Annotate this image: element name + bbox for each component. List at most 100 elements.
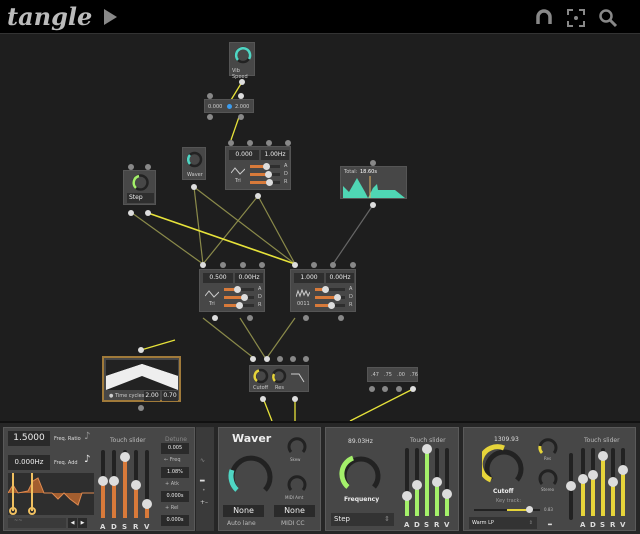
lfo-node-top[interactable]: 0.000 1.00Hz Tri A D R (225, 146, 291, 190)
adsr-slider-d[interactable] (109, 450, 119, 518)
range-node[interactable]: 0.000 2.000 (204, 99, 254, 113)
adsr-slider-v[interactable] (142, 450, 152, 518)
cutoff-knob[interactable] (253, 368, 269, 384)
step-knob[interactable] (131, 173, 150, 192)
slider-a[interactable] (315, 286, 345, 293)
note-icon[interactable]: ♪ (84, 454, 91, 465)
auto-lane-label: Auto lane (227, 520, 256, 527)
adsr-slider-s[interactable] (120, 450, 130, 518)
time-cycles-v1[interactable]: 2.00 (144, 391, 160, 401)
time-cycles-node[interactable]: ● Time cycles 2.00 0.70 (102, 356, 181, 402)
adsr-slider-a[interactable] (98, 450, 108, 518)
envelope-icon[interactable]: ▂ (200, 475, 205, 482)
label-r: R (284, 179, 288, 185)
step-node[interactable]: Step (123, 170, 156, 205)
values-node[interactable]: .47 .75 .00 .76 (367, 367, 418, 382)
auto-lane-select[interactable]: None (223, 505, 264, 517)
slider-d[interactable] (250, 171, 280, 178)
vib-speed-node[interactable]: Vib Speed (229, 42, 255, 80)
waveform-preset[interactable]: ~~ (8, 518, 66, 528)
slider-r[interactable] (250, 179, 280, 186)
slider-r[interactable] (224, 302, 254, 309)
key-track-slider[interactable] (474, 506, 540, 513)
adsr-slider-a[interactable] (578, 448, 588, 516)
lfo-node-right[interactable]: 1.000 0.00Hz 0011 A D R (290, 269, 356, 312)
freq-add-label: Freq. Add (54, 460, 78, 466)
lfo-node-left[interactable]: 0.500 0.00Hz Tri A D R (199, 269, 265, 312)
prev-button[interactable]: ◀ (68, 518, 77, 528)
rel-button[interactable]: + Rel (165, 505, 179, 511)
adsr-slider-v[interactable] (618, 448, 628, 516)
waver-main-knob[interactable] (227, 450, 275, 498)
time-cycles-v2[interactable]: 0.70 (162, 391, 178, 401)
lfo-freq[interactable]: 0.00Hz (235, 273, 263, 283)
random-wave-icon (296, 289, 310, 298)
vib-speed-knob[interactable] (234, 46, 252, 64)
adsr-slider-s[interactable] (598, 448, 608, 516)
lfo-freq[interactable]: 1.00Hz (261, 150, 289, 160)
detune-field[interactable]: 0.005 (161, 443, 189, 454)
label-d: D (284, 171, 288, 177)
cutoff-knob[interactable] (482, 443, 526, 487)
wave-icon[interactable]: ∿ (200, 457, 206, 464)
slider-d[interactable] (224, 294, 254, 301)
adsr-label: A (100, 523, 106, 531)
adsr-slider-d[interactable] (412, 448, 422, 516)
stereo-knob[interactable] (537, 466, 559, 488)
adsr-slider-r[interactable] (131, 450, 141, 518)
slider-a[interactable] (250, 163, 280, 170)
res-knob[interactable] (271, 368, 287, 384)
skew-knob[interactable] (286, 434, 308, 456)
note-icon[interactable]: ♪ (84, 431, 91, 442)
arrow-icon[interactable]: +– (200, 499, 209, 506)
next-button[interactable]: ▶ (78, 518, 87, 528)
atk-button[interactable]: + Atk (165, 481, 179, 487)
skew-label: Skew (290, 457, 301, 462)
lfo-freq[interactable]: 0.00Hz (326, 273, 354, 283)
slider-d[interactable] (315, 294, 345, 301)
adsr-slider-a[interactable] (402, 448, 412, 516)
total-value: 18.60s (360, 169, 377, 175)
freq-ratio-field[interactable]: 1.5000 (8, 431, 50, 446)
dot-icon[interactable]: • (202, 487, 206, 494)
slider-a[interactable] (224, 286, 254, 293)
lfo-value[interactable]: 0.000 (229, 150, 259, 160)
adsr-slider-v[interactable] (442, 448, 452, 516)
step-select[interactable]: Step (127, 193, 154, 203)
lfo-value[interactable]: 0.500 (203, 273, 233, 283)
slider-r[interactable] (315, 302, 345, 309)
search-icon[interactable] (598, 8, 618, 28)
mode-select[interactable]: Step⇕ (331, 513, 394, 526)
atk-field[interactable]: 1.08% (161, 467, 189, 478)
waver-knob[interactable] (186, 151, 203, 168)
adsr-slider-d[interactable] (588, 448, 598, 516)
res-knob[interactable] (537, 435, 559, 457)
undo-icon[interactable] (534, 8, 554, 28)
key-track-vslider[interactable] (566, 453, 576, 520)
touch-slider-label: Touch slider (410, 437, 446, 444)
midi-amt-knob[interactable] (286, 472, 308, 494)
freq-button[interactable]: ← Freq (164, 457, 181, 463)
adsr-slider-r[interactable] (432, 448, 442, 516)
total-node[interactable]: Total: 18.60s (340, 166, 407, 199)
midi-cc-select[interactable]: None (274, 505, 315, 517)
adsr-slider-s[interactable] (422, 444, 432, 516)
key-track-value: 0.83 (544, 507, 553, 512)
adsr-slider-r[interactable] (608, 448, 618, 516)
freq-add-field[interactable]: 0.000Hz (8, 455, 50, 470)
rel-field[interactable]: 0.000s (161, 491, 189, 502)
adsr-label: A (580, 521, 586, 529)
extra-field[interactable]: 0.000s (161, 515, 189, 526)
play-icon[interactable] (104, 9, 117, 25)
frequency-knob[interactable] (339, 450, 383, 494)
triangle-graph (106, 360, 178, 390)
logo: tangle (7, 2, 93, 31)
lfo-value[interactable]: 1.000 (294, 273, 324, 283)
envelope-icon[interactable]: ▂ (548, 520, 552, 526)
waveform-editor[interactable] (8, 473, 94, 515)
filter-node[interactable]: Cutoff Res (249, 365, 309, 392)
fit-screen-icon[interactable] (566, 8, 586, 28)
waver-node[interactable]: Waver (182, 147, 206, 180)
filter-type-select[interactable]: Warm LP⇕ (469, 517, 537, 529)
